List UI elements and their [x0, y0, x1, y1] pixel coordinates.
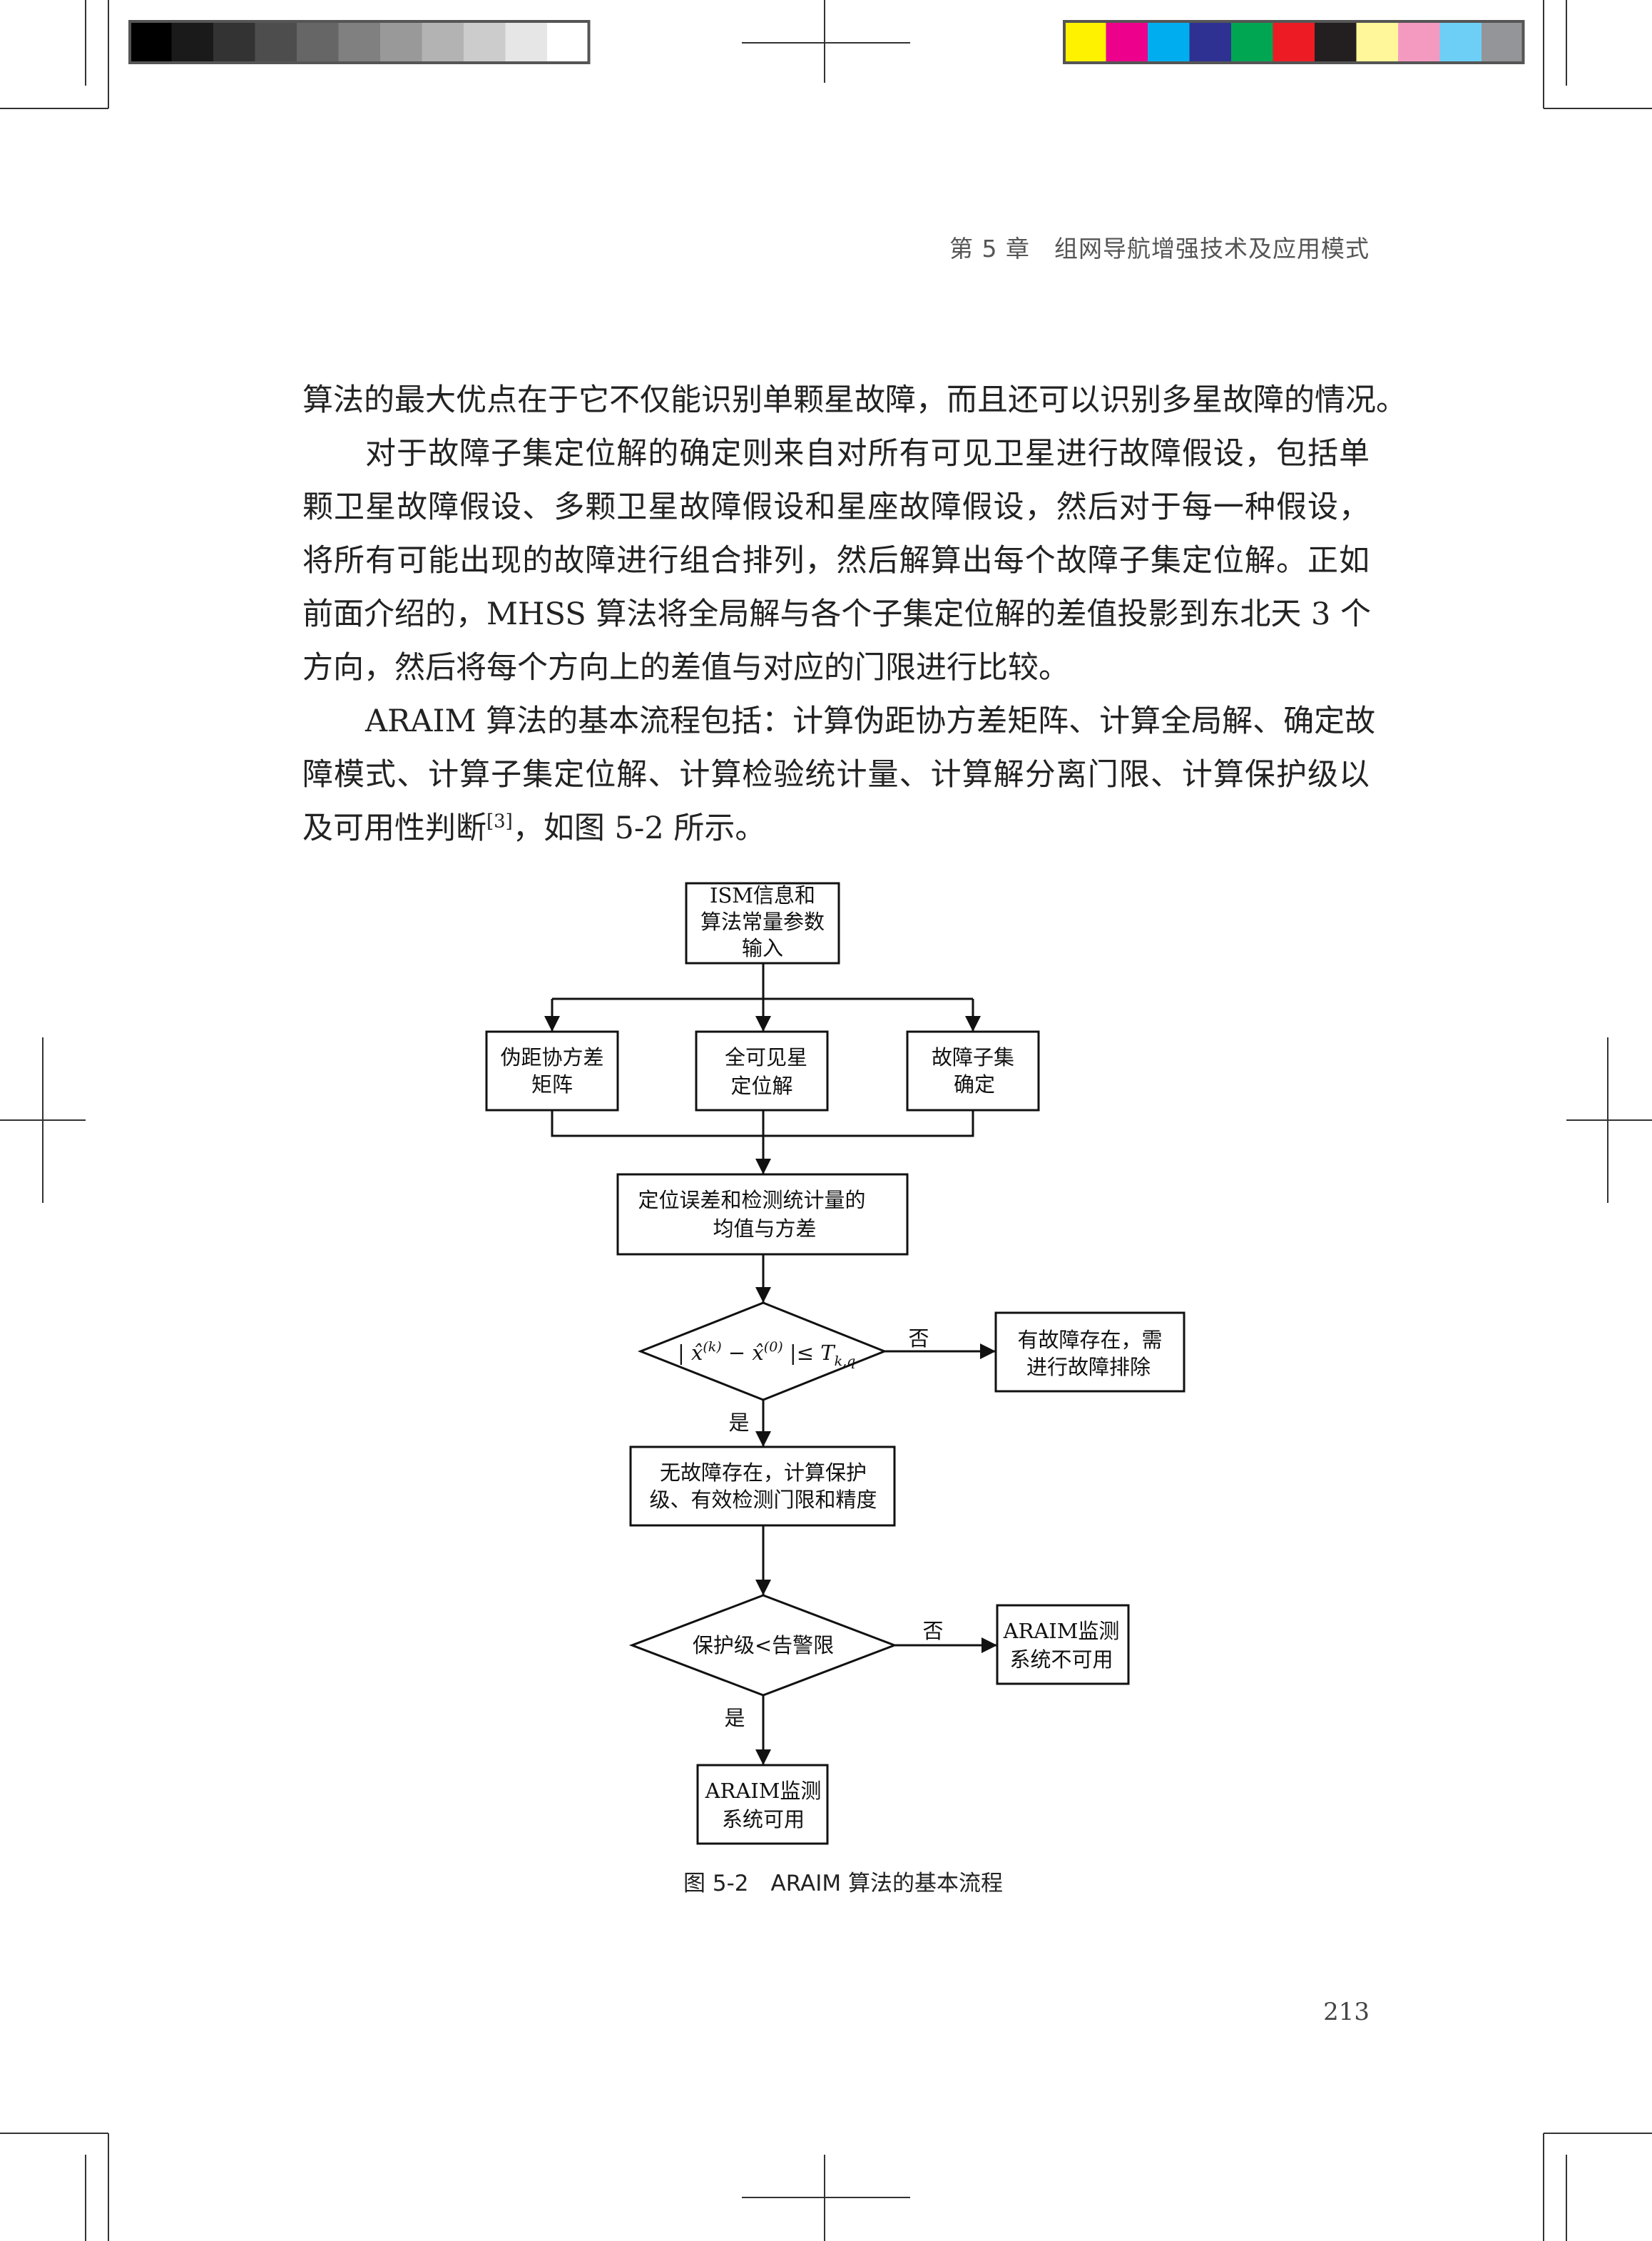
registration-swatch	[1148, 21, 1190, 63]
decision2-label: 保护级<告警限	[693, 1633, 834, 1657]
figure-caption: 图 5-2 ARAIM 算法的基本流程	[683, 1871, 1003, 1896]
fault-subset-line-2: 确定	[954, 1072, 995, 1097]
crop-mark-bottom-left	[0, 2133, 109, 2241]
flow-arrows	[544, 963, 997, 1765]
registration-swatch	[213, 21, 255, 63]
registration-swatch	[380, 21, 422, 63]
stats-line-1: 定位误差和检测统计量的	[638, 1188, 865, 1212]
fault-subset-line-1: 故障子集	[932, 1045, 1014, 1069]
text-line: 对于故障子集定位解的确定则来自对所有可见卫星进行故障假设，包括单	[365, 436, 1370, 472]
registration-swatch	[464, 21, 506, 63]
no-fault-line-2: 级、有效检测门限和精度	[649, 1488, 877, 1512]
covariance-line-1: 伪距协方差	[500, 1045, 603, 1069]
decision1-formula: | x̂(k) − x̂(0) |≤ Tk,q	[678, 1339, 855, 1369]
registration-swatch	[1106, 21, 1148, 63]
running-header: 第 5 章 组网导航增强技术及应用模式	[949, 235, 1370, 263]
unavailable-box	[996, 1604, 1130, 1685]
body-text: 算法的最大优点在于它不仅能识别单颗星故障，而且还可以识别多星故障的情况。 对于故…	[302, 374, 1407, 855]
registration-swatch	[338, 21, 380, 63]
text-line: 方向，然后将每个方向上的差值与对应的门限进行比较。	[302, 650, 1069, 686]
registration-swatch	[171, 21, 213, 63]
registration-swatch	[505, 21, 547, 63]
covariance-line-2: 矩阵	[531, 1072, 573, 1097]
registration-swatch	[1064, 21, 1106, 63]
registration-swatch	[1482, 21, 1524, 63]
no-fault-box	[629, 1445, 896, 1527]
input-line-2: 算法常量参数	[700, 910, 825, 934]
formula-sup: (k)	[703, 1339, 721, 1355]
text-line: 及可用性判断[3]，如图 5-2 所示。	[302, 802, 1370, 855]
fault-box	[994, 1311, 1186, 1393]
unavailable-line-1: ARAIM监测	[1003, 1619, 1120, 1643]
registration-swatch	[297, 21, 339, 63]
stats-line-2: 均值与方差	[713, 1216, 816, 1241]
input-line-3: 输入	[742, 936, 783, 960]
no-fault-line-1: 无故障存在，计算保护	[660, 1460, 867, 1485]
registration-swatch	[1189, 21, 1231, 63]
text-line: 颗卫星故障假设、多颗卫星故障假设和星座故障假设，然后对于每一种假设，	[302, 489, 1370, 525]
crop-mark-top-right	[1543, 0, 1652, 109]
text-line: 前面介绍的，MHSS 算法将全局解与各个子集定位解的差值投影到东北天 3 个	[302, 596, 1372, 632]
registration-swatch	[1439, 21, 1482, 63]
text-line: 障模式、计算子集定位解、计算检验统计量、计算解分离门限、计算保护级以	[302, 757, 1370, 793]
available-line-2: 系统可用	[722, 1807, 805, 1831]
connector-lines	[551, 997, 974, 1137]
unavailable-line-2: 系统不可用	[1009, 1647, 1113, 1672]
registration-swatch	[1231, 21, 1273, 63]
all-in-view-line-1: 全可见星	[725, 1045, 807, 1069]
citation-ref: [3]	[486, 810, 513, 833]
covariance-box	[485, 1030, 619, 1112]
registration-swatch	[547, 21, 589, 63]
crop-mark-bottom-right	[1543, 2133, 1652, 2241]
fault-line-2: 进行故障排除	[1026, 1355, 1151, 1379]
no-label-2: 否	[922, 1619, 943, 1643]
grayscale-registration-bar	[128, 20, 591, 64]
formula-part: − x̂	[722, 1341, 764, 1365]
yes-label-2: 是	[724, 1706, 745, 1730]
text-line: 算法的最大优点在于它不仅能识别单颗星故障，而且还可以识别多星故障的情况。	[302, 382, 1407, 418]
all-in-view-box	[695, 1030, 829, 1112]
swatch-border	[128, 20, 591, 64]
all-in-view-line-2: 定位解	[730, 1074, 792, 1098]
text: ，如图 5-2 所示。	[512, 810, 766, 846]
crop-mark-top-left	[0, 0, 109, 109]
crop-mark-top-center	[742, 0, 910, 83]
swatch-border	[1063, 20, 1525, 64]
registration-swatch	[1398, 21, 1440, 63]
text: 及可用性判断	[302, 810, 486, 846]
formula-sup: (0)	[764, 1339, 783, 1355]
stats-box	[616, 1173, 909, 1256]
fault-subset-box	[906, 1030, 1040, 1112]
color-registration-bar	[1063, 20, 1525, 64]
page-number: 213	[1323, 1998, 1370, 2026]
fault-line-1: 有故障存在，需	[1017, 1328, 1162, 1352]
registration-swatch	[422, 21, 464, 63]
registration-swatch	[1315, 21, 1357, 63]
registration-swatch	[1356, 21, 1398, 63]
no-label-1: 否	[908, 1326, 929, 1351]
registration-swatch	[1273, 21, 1315, 63]
crop-mark-right	[1566, 1037, 1652, 1203]
text-line: ARAIM 算法的基本流程包括：计算伪距协方差矩阵、计算全局解、确定故	[365, 703, 1376, 739]
formula-part: |≤ T	[783, 1341, 837, 1365]
yes-label-1: 是	[728, 1411, 749, 1435]
available-line-1: ARAIM监测	[705, 1779, 822, 1803]
available-box	[696, 1764, 829, 1845]
crop-mark-left	[0, 1037, 86, 1203]
registration-swatch	[130, 21, 172, 63]
text-line: 将所有可能出现的故障进行组合排列，然后解算出每个故障子集定位解。正如	[302, 543, 1370, 579]
registration-swatch	[255, 21, 297, 63]
crop-mark-bottom-center	[742, 2155, 910, 2241]
formula-part: | x̂	[678, 1341, 703, 1365]
input-line-1: ISM信息和	[710, 883, 815, 908]
formula-sub: k,q	[835, 1353, 856, 1369]
